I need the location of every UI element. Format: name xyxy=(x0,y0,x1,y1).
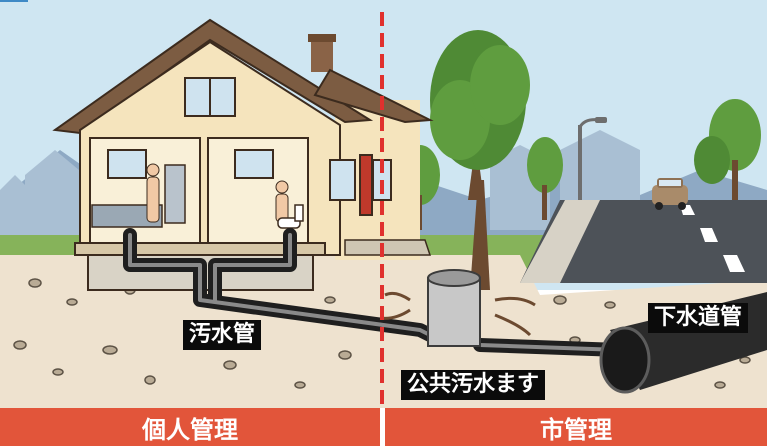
toilet-icon xyxy=(277,204,304,229)
sewage-pipe-label: 汚水管 xyxy=(183,320,262,350)
pipe-illustration xyxy=(123,228,627,357)
corner-accent xyxy=(0,0,28,2)
sewer-main-label: 下水道管 xyxy=(648,303,749,333)
public-box-label: 公共汚水ます xyxy=(401,370,546,400)
person-icon xyxy=(146,163,289,223)
car-icon xyxy=(652,178,688,210)
footer-divider xyxy=(380,408,385,446)
private-management-bar: 個人管理 xyxy=(0,408,380,446)
city-management-bar: 市管理 xyxy=(385,408,767,446)
road-illustration xyxy=(520,200,767,283)
public-box-illustration xyxy=(379,269,536,347)
street-lamp-icon xyxy=(578,117,607,215)
